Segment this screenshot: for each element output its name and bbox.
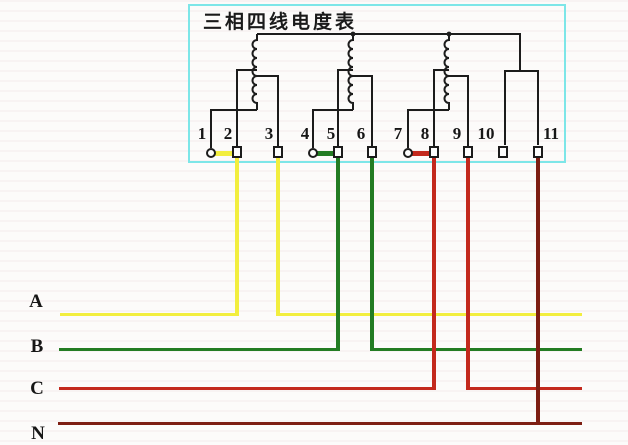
terminal-label-11: 11: [542, 124, 560, 143]
terminal-2: [232, 146, 242, 158]
terminal-8: [429, 146, 439, 158]
coil-element-2: [347, 34, 354, 110]
phase-label-b: B: [30, 336, 44, 357]
terminal-label-1: 1: [197, 124, 207, 143]
drop-wire-terminal-6-phase-b: [370, 157, 374, 351]
drop-wire-terminal-8-phase-c: [432, 157, 436, 390]
terminal-9: [463, 146, 473, 158]
terminal-label-8: 8: [420, 124, 430, 143]
terminal-label-6: 6: [356, 124, 366, 143]
terminal-label-5: 5: [326, 124, 336, 143]
terminal-label-3: 3: [264, 124, 274, 143]
jumper-link-1-2: [215, 151, 234, 156]
voltage-bus-wire: [257, 33, 539, 145]
terminal-label-9: 9: [452, 124, 462, 143]
jumper-link-4-5: [317, 151, 335, 156]
terminal-7: [403, 148, 413, 158]
neutral-line: [58, 422, 582, 425]
lead-terminal-6: [353, 75, 373, 146]
coil-element-3: [443, 34, 450, 110]
phase-label-c: C: [30, 378, 44, 399]
phase-a-line-left: [60, 313, 238, 316]
terminal-1: [206, 148, 216, 158]
lead-terminal-9: [449, 75, 469, 146]
terminal-label-10: 10: [477, 124, 495, 143]
phase-b-line-right: [370, 348, 582, 351]
phase-c-line-left: [59, 387, 436, 390]
coil-element-1: [251, 34, 258, 110]
phase-label-n: N: [31, 423, 45, 444]
bus-junction-dot-2: [446, 31, 452, 37]
phase-b-line-left: [59, 348, 340, 351]
phase-label-a: A: [29, 291, 43, 312]
lead-terminal-4: [312, 109, 353, 148]
drop-wire-terminal-2-phase-a: [235, 157, 239, 316]
terminal-10: [498, 146, 508, 158]
lead-terminal-2: [236, 69, 257, 146]
jumper-link-7-8: [412, 151, 431, 156]
terminal-label-7: 7: [393, 124, 403, 143]
terminal-6: [367, 146, 377, 158]
terminal-label-2: 2: [223, 124, 233, 143]
lead-terminal-1: [210, 109, 257, 148]
terminal-4: [308, 148, 318, 158]
lead-terminal-7: [407, 109, 449, 148]
phase-a-line-right: [276, 313, 582, 316]
meter-title: 三相四线电度表: [203, 12, 358, 33]
drop-wire-terminal-5-phase-b: [336, 157, 340, 351]
lead-terminal-3: [257, 75, 279, 146]
lead-terminal-8: [433, 69, 449, 146]
meter-box-outline: [188, 4, 566, 163]
drop-wire-terminal-3-phase-a: [276, 157, 280, 316]
terminal-5: [333, 146, 343, 158]
drop-wire-terminal-11-neutral: [536, 157, 540, 425]
phase-c-line-right: [466, 387, 582, 390]
drop-wire-terminal-9-phase-c: [466, 157, 470, 390]
terminal-11: [533, 146, 543, 158]
bus-junction-dot-1: [350, 31, 356, 37]
lead-terminal-5: [337, 69, 353, 146]
terminal-label-4: 4: [300, 124, 310, 143]
terminal-3: [273, 146, 283, 158]
